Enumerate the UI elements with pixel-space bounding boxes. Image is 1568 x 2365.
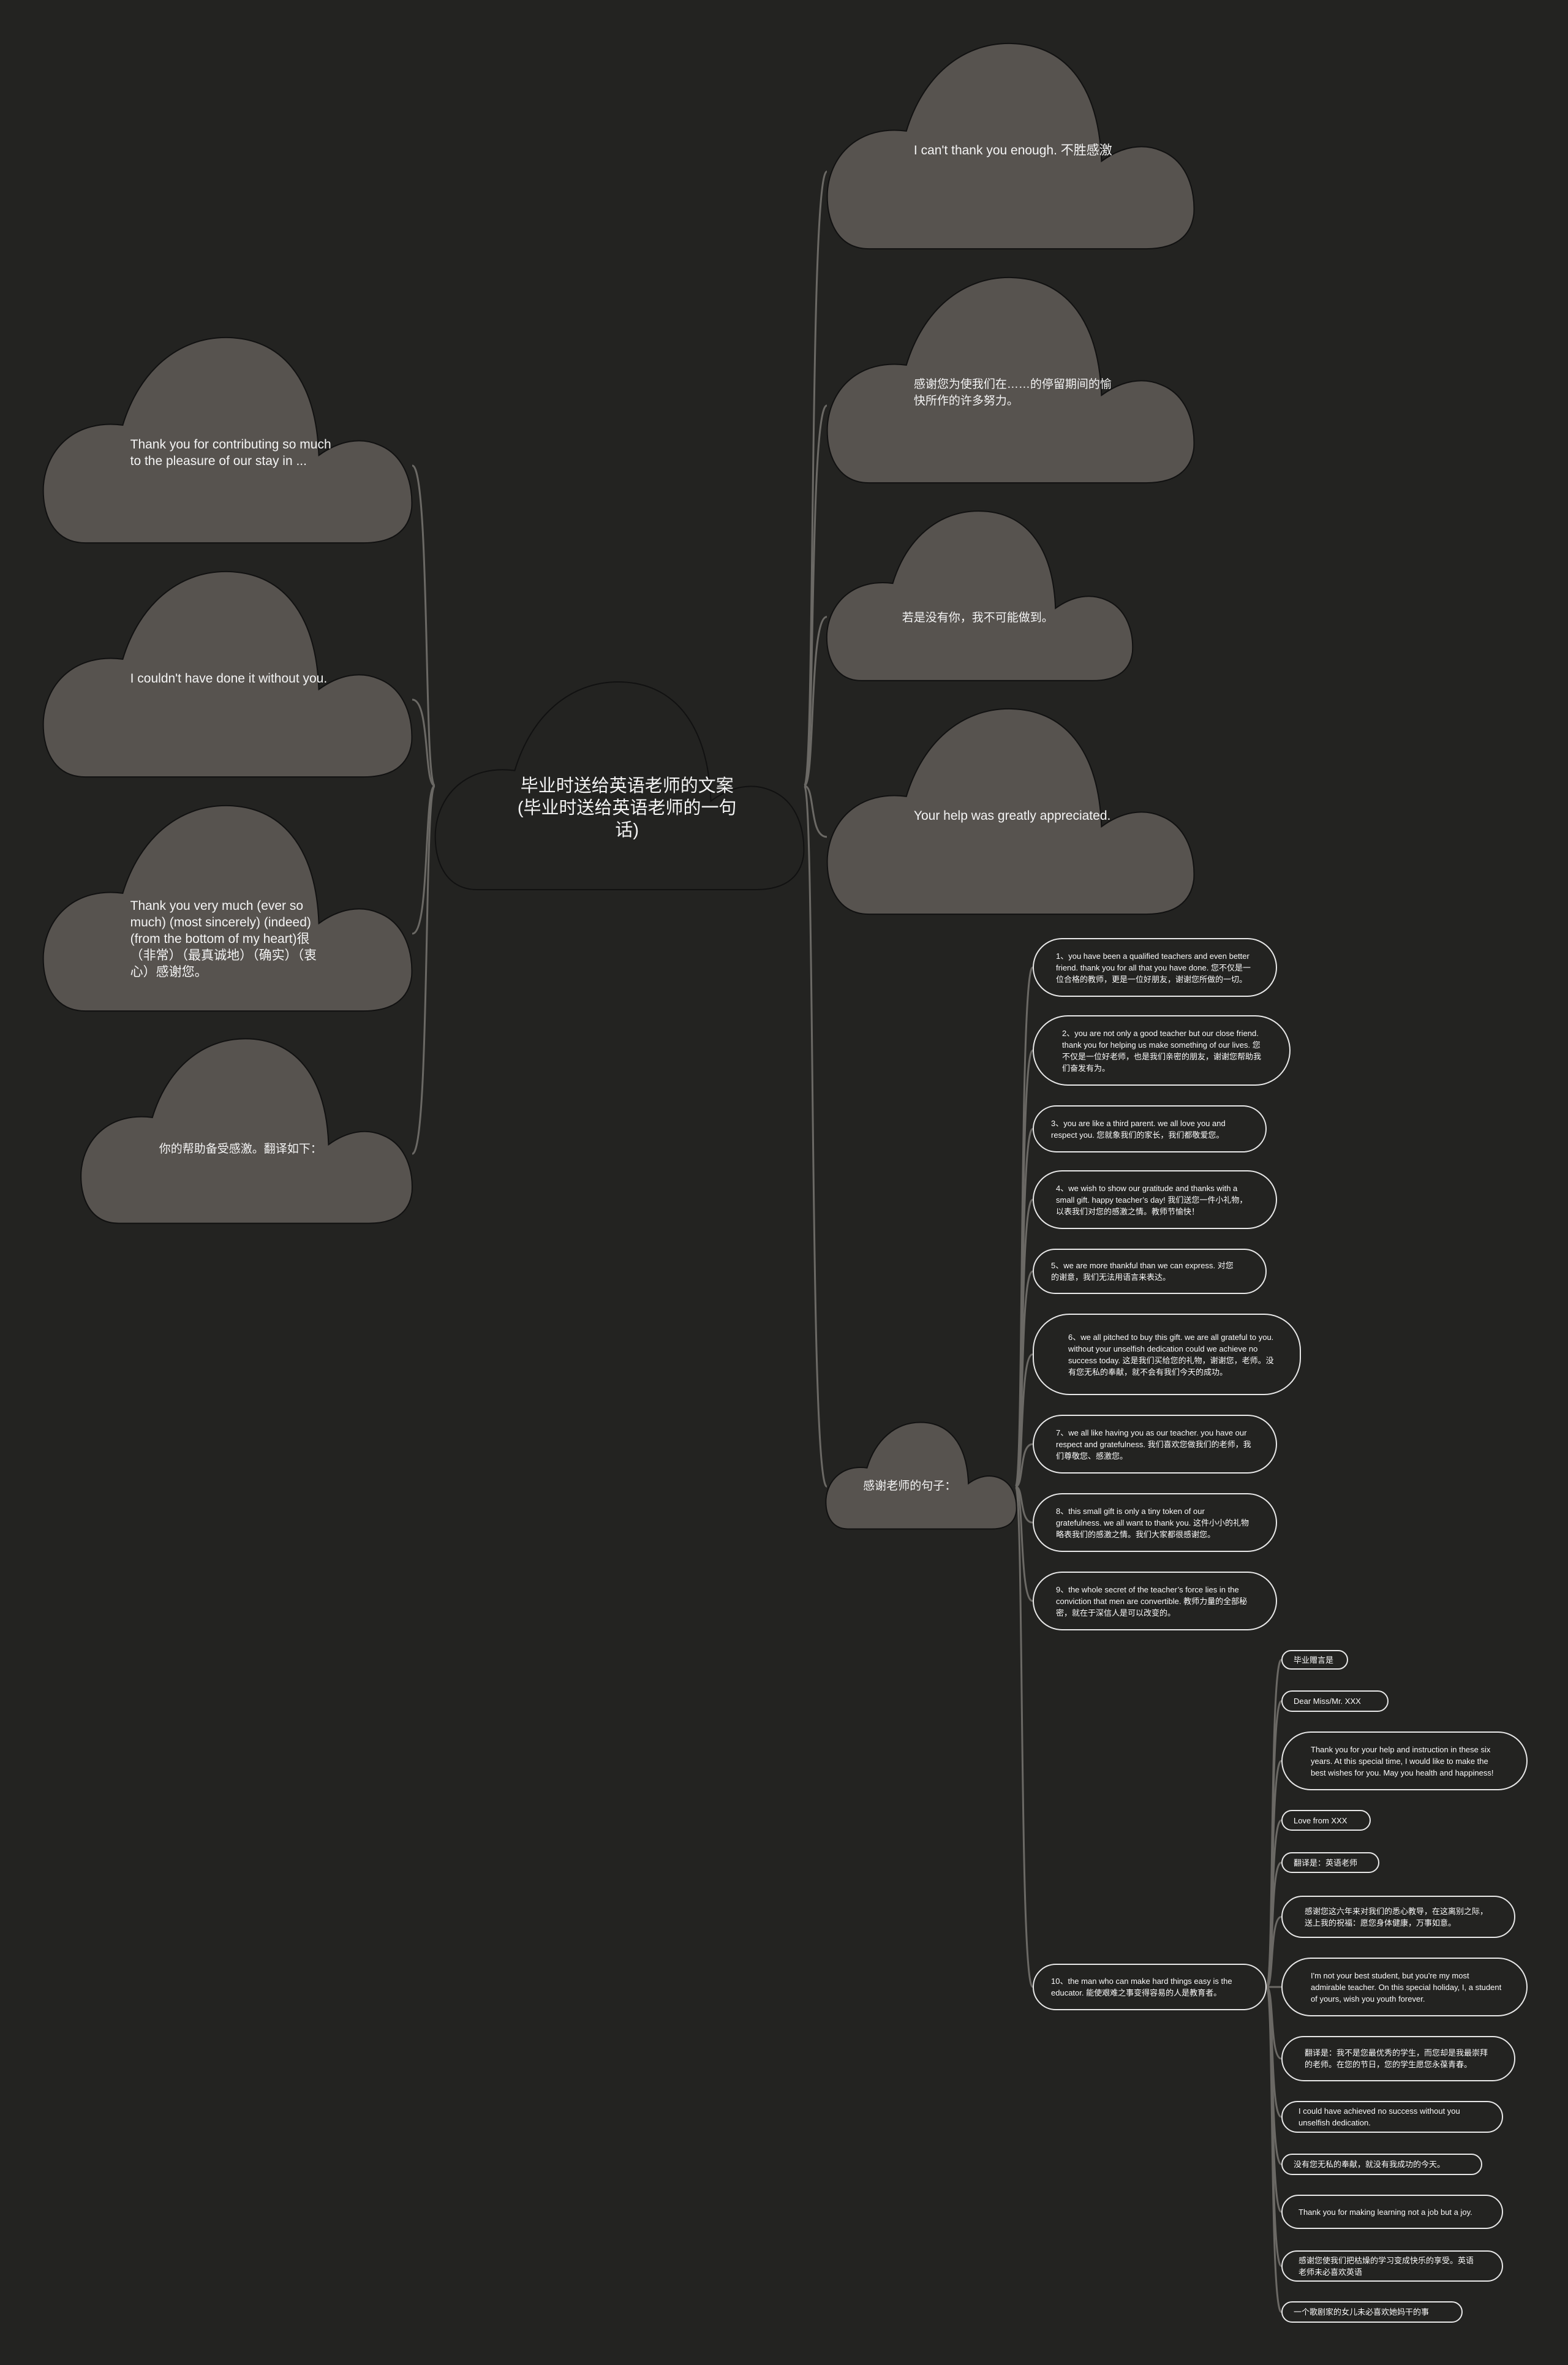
connector-line xyxy=(1015,1443,1033,1488)
sub-item-2[interactable]: Dear Miss/Mr. XXX xyxy=(1281,1690,1389,1712)
sub-item-12[interactable]: 感谢您使我们把枯燥的学习变成快乐的享受。英语老师未必喜欢英语 xyxy=(1281,2250,1503,2282)
sentence-text: 5、we are more thankful than we can expre… xyxy=(1051,1261,1234,1282)
right-node-4[interactable]: Your help was greatly appreciated. xyxy=(824,706,1197,917)
connector-line xyxy=(803,785,828,1488)
left-node-text: 你的帮助备受感激。翻译如下： xyxy=(159,1142,322,1156)
cloud-shape xyxy=(824,509,1135,683)
sub-item-text: Love from XXX xyxy=(1294,1815,1348,1825)
connector-line xyxy=(1014,1485,1033,1602)
sentence-text: 3、you are like a third parent. we all lo… xyxy=(1051,1118,1226,1140)
sentence-text: 7、we all like having you as our teacher.… xyxy=(1056,1428,1251,1461)
sentence-text: 9、the whole secret of the teacher’s forc… xyxy=(1056,1584,1248,1618)
right-node-1[interactable]: I can't thank you enough. 不胜感激 xyxy=(824,40,1197,252)
left-node-text: Thank you very much (ever so much) (most… xyxy=(130,899,317,980)
sub-item-text: Dear Miss/Mr. XXX xyxy=(1294,1697,1361,1706)
sentence-text: 6、we all pitched to buy this gift. we ar… xyxy=(1068,1332,1274,1377)
right-node-text: Your help was greatly appreciated. xyxy=(913,808,1111,823)
right-node-text: 感谢您为使我们在……的停留期间的愉快所作的许多努力。 xyxy=(913,377,1112,407)
right-node-3[interactable]: 若是没有你，我不可能做到。 xyxy=(824,509,1135,683)
sub-item-1[interactable]: 毕业赠言是 xyxy=(1281,1650,1348,1670)
connector-line xyxy=(1265,1916,1282,1988)
sentence-text: 4、we wish to show our gratitude and than… xyxy=(1056,1183,1248,1216)
sentence-item-6[interactable]: 6、we all pitched to buy this gift. we ar… xyxy=(1033,1314,1301,1395)
sub-item-text: 翻译是：英语老师 xyxy=(1294,1858,1358,1867)
sentence-item-4[interactable]: 4、we wish to show our gratitude and than… xyxy=(1033,1170,1277,1229)
thanks-sentences-node[interactable]: 感谢老师的句子： xyxy=(824,1421,1018,1531)
sub-item-text: 毕业赠言是 xyxy=(1294,1655,1334,1665)
connector-line xyxy=(412,785,436,935)
cloud-shape xyxy=(824,1421,1018,1531)
sub-item-3[interactable]: Thank you for your help and instruction … xyxy=(1281,1731,1528,1790)
sentence-text: 10、the man who can make hard things easy… xyxy=(1051,1977,1232,1997)
sub-item-7[interactable]: I'm not your best student, but you're my… xyxy=(1281,1958,1528,2016)
sub-item-8[interactable]: 翻译是：我不是您最优秀的学生，而您却是我最崇拜的老师。在您的节日，您的学生愿您永… xyxy=(1281,2036,1515,2081)
left-node-text: I couldn't have done it without you. xyxy=(130,671,328,686)
cloud-shape xyxy=(824,706,1197,917)
connector-line xyxy=(803,170,828,787)
sentence-item-10[interactable]: 10、the man who can make hard things easy… xyxy=(1033,1964,1267,2010)
cloud-shape xyxy=(40,335,415,546)
connector-line xyxy=(1265,1986,1283,2313)
sub-item-text: 翻译是：我不是您最优秀的学生，而您却是我最崇拜的老师。在您的节日，您的学生愿您永… xyxy=(1305,2048,1488,2069)
sentence-item-8[interactable]: 8、this small gift is only a tiny token o… xyxy=(1033,1493,1277,1552)
left-node-2[interactable]: I couldn't have done it without you. xyxy=(40,569,415,780)
left-node-1[interactable]: Thank you for contributing so much to th… xyxy=(40,335,415,546)
connector-line xyxy=(1015,1485,1033,1524)
right-node-text: 感谢老师的句子： xyxy=(863,1480,957,1493)
sentence-item-3[interactable]: 3、you are like a third parent. we all lo… xyxy=(1033,1105,1267,1152)
connector-line xyxy=(803,404,828,787)
root-topic-title: 毕业时送给英语老师的文案(毕业时送给英语老师的一句话) xyxy=(517,776,737,841)
sub-item-4[interactable]: Love from XXX xyxy=(1281,1810,1371,1831)
sentence-item-1[interactable]: 1、you have been a qualified teachers and… xyxy=(1033,938,1277,997)
connector-line xyxy=(411,785,436,1155)
right-node-2[interactable]: 感谢您为使我们在……的停留期间的愉快所作的许多努力。 xyxy=(824,274,1197,486)
sentence-text: 2、you are not only a good teacher but ou… xyxy=(1062,1028,1262,1073)
sub-item-text: 感谢您这六年来对我们的悉心教导，在这离别之际，送上我的祝福：愿您身体健康，万事如… xyxy=(1305,1906,1488,1928)
sub-item-text: Thank you for making learning not a job … xyxy=(1298,2207,1472,2217)
sentence-item-5[interactable]: 5、we are more thankful than we can expre… xyxy=(1033,1249,1267,1294)
sub-item-text: 一个歌剧家的女儿未必喜欢她妈干的事 xyxy=(1294,2307,1430,2317)
left-node-text: Thank you for contributing so much to th… xyxy=(130,437,331,468)
sub-item-13[interactable]: 一个歌剧家的女儿未必喜欢她妈干的事 xyxy=(1281,2301,1463,2323)
connector-line xyxy=(804,785,827,838)
connector-line xyxy=(412,464,436,787)
sentence-text: 1、you have been a qualified teachers and… xyxy=(1056,951,1251,984)
cloud-shape xyxy=(40,569,415,780)
sub-item-text: 没有您无私的奉献，就没有我成功的今天。 xyxy=(1294,2160,1446,2169)
sub-item-text: I could have achieved no success without… xyxy=(1298,2106,1460,2127)
sentence-item-9[interactable]: 9、the whole secret of the teacher’s forc… xyxy=(1033,1572,1277,1630)
sub-item-9[interactable]: I could have achieved no success without… xyxy=(1281,2101,1503,2133)
right-node-text: 若是没有你，我不可能做到。 xyxy=(902,611,1054,625)
sub-item-6[interactable]: 感谢您这六年来对我们的悉心教导，在这离别之际，送上我的祝福：愿您身体健康，万事如… xyxy=(1281,1896,1515,1938)
sentence-item-2[interactable]: 2、you are not only a good teacher but ou… xyxy=(1033,1015,1291,1086)
cloud-shape xyxy=(78,1036,415,1226)
connector-line xyxy=(1014,1485,1034,1988)
connector-line xyxy=(803,616,827,787)
sub-item-5[interactable]: 翻译是：英语老师 xyxy=(1281,1852,1379,1873)
cloud-shape xyxy=(824,274,1197,486)
left-node-3[interactable]: Thank you very much (ever so much) (most… xyxy=(40,803,415,1014)
root-topic-cloud[interactable]: 毕业时送给英语老师的文案(毕业时送给英语老师的一句话) xyxy=(432,679,807,893)
sub-item-text: I'm not your best student, but you're my… xyxy=(1311,1970,1502,2004)
cloud-shape xyxy=(824,40,1197,252)
left-node-4[interactable]: 你的帮助备受感激。翻译如下： xyxy=(78,1036,415,1226)
cloud-shape xyxy=(40,803,415,1014)
sub-item-text: 感谢您使我们把枯燥的学习变成快乐的享受。英语老师未必喜欢英语 xyxy=(1298,2255,1474,2277)
sub-item-10[interactable]: 没有您无私的奉献，就没有我成功的今天。 xyxy=(1281,2154,1482,2175)
cloud-shape xyxy=(432,679,807,893)
sentence-item-7[interactable]: 7、we all like having you as our teacher.… xyxy=(1033,1415,1277,1474)
sentence-text: 8、this small gift is only a tiny token o… xyxy=(1056,1506,1250,1539)
connector-line xyxy=(412,698,435,787)
connector-line xyxy=(1014,1353,1033,1488)
sub-item-11[interactable]: Thank you for making learning not a job … xyxy=(1281,2195,1503,2229)
right-node-text: I can't thank you enough. 不胜感激 xyxy=(913,143,1112,157)
sub-item-text: Thank you for your help and instruction … xyxy=(1311,1744,1494,1777)
